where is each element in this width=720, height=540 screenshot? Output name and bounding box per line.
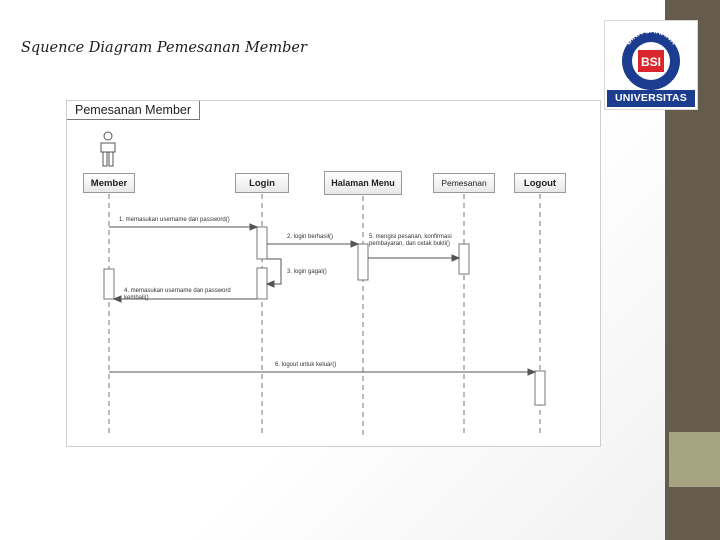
frame-label: Pemesanan Member xyxy=(67,101,201,120)
activation-menu xyxy=(357,243,369,281)
message-label-3: 3. login gagal() xyxy=(287,269,327,275)
arrowhead-msg-1 xyxy=(249,223,259,231)
message-label-1: 1. memasukan username dan password() xyxy=(119,217,230,223)
arrowhead-msg-3 xyxy=(265,280,275,288)
activation-logout xyxy=(534,370,546,406)
arrow-msg-3 xyxy=(267,258,282,285)
diagram-lines xyxy=(100,131,546,436)
message-label-5: 5. mengisi pesanan, konfirmasi pembayara… xyxy=(369,234,452,247)
logo-bar-text: UNIVERSITAS xyxy=(607,90,695,107)
activation-login-2 xyxy=(256,267,268,300)
slide-title: Squence Diagram Pemesanan Member xyxy=(21,40,307,56)
arrowhead-msg-5 xyxy=(451,254,461,262)
lifeline-head-pemesanan: Pemesanan xyxy=(433,173,495,193)
message-label-4: 4. memasukan username dan password kemba… xyxy=(124,288,231,301)
lifeline-head-member: Member xyxy=(83,173,135,193)
logo-monogram-box xyxy=(638,50,664,72)
lifeline-head-login: Login xyxy=(235,173,289,193)
logo-emblem: BINA SARANA INFORMATIKA BSI xyxy=(622,26,680,98)
message-label-2: 2. login berhasil() xyxy=(287,234,334,240)
lifeline-head-logout: Logout xyxy=(514,173,566,193)
arrowhead-msg-2 xyxy=(350,240,360,248)
activation-member xyxy=(103,268,115,300)
sequence-diagram: Pemesanan Member Member Login Halaman Me… xyxy=(66,100,601,447)
lifeline-head-menu: Halaman Menu xyxy=(324,171,402,195)
university-logo: BINA SARANA INFORMATIKA BSI UNIVERSITAS xyxy=(604,20,698,110)
message-label-6: 6. logout untuk keluar() xyxy=(275,362,337,368)
arrowhead-msg-6 xyxy=(527,368,537,376)
arrowhead-msg-4 xyxy=(112,295,122,303)
activation-pemesanan xyxy=(458,243,470,275)
logo-monogram: BSI xyxy=(641,55,661,69)
actor-icon xyxy=(100,131,116,167)
activation-login-1 xyxy=(256,226,268,260)
sidebar-accent-block xyxy=(669,432,720,487)
